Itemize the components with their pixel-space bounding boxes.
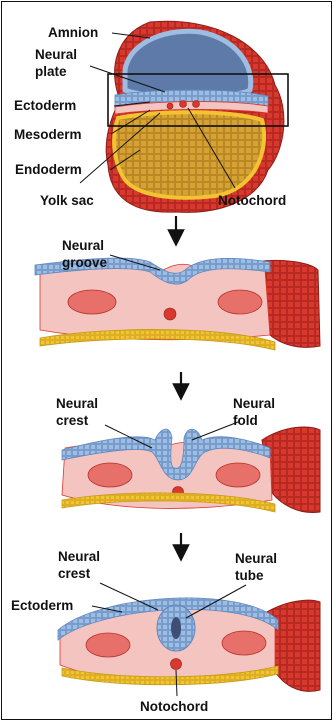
label-ectoderm-4: Ectoderm <box>11 598 73 613</box>
stage1-embryo: Amnion Neural plate Ectoderm Mesoderm En… <box>14 21 288 212</box>
label-neural-crest-4-1: Neural <box>58 549 100 564</box>
label-neural-crest-3-1: Neural <box>56 396 98 411</box>
label-neural-fold-2: fold <box>233 413 258 428</box>
label-neural-groove-2: groove <box>62 255 108 270</box>
label-notochord-4: Notochord <box>140 699 208 714</box>
label-neural-fold-1: Neural <box>233 396 275 411</box>
label-yolk-sac: Yolk sac <box>40 193 94 208</box>
label-neural-plate-2: plate <box>35 64 67 79</box>
stage2-neural-groove: Neural groove <box>35 238 320 350</box>
label-neural-tube-2: tube <box>235 568 264 583</box>
label-neural-crest-3-2: crest <box>56 413 89 428</box>
label-endoderm-1: Endoderm <box>15 162 82 177</box>
label-mesoderm-1: Mesoderm <box>14 127 82 142</box>
label-neural-plate-1: Neural <box>35 47 77 62</box>
yolk-sac-1 <box>114 112 264 198</box>
label-notochord-1: Notochord <box>218 193 286 208</box>
label-amnion: Amnion <box>48 25 98 40</box>
label-neural-crest-4-2: crest <box>58 566 91 581</box>
label-ectoderm-1: Ectoderm <box>14 98 76 113</box>
stage4-neural-tube: Neural crest Neural tube Ectoderm Notoch… <box>11 549 320 714</box>
stage3-neural-fold: Neural crest Neural fold <box>56 396 320 513</box>
label-neural-tube-1: Neural <box>235 551 277 566</box>
label-neural-groove-1: Neural <box>62 238 104 253</box>
